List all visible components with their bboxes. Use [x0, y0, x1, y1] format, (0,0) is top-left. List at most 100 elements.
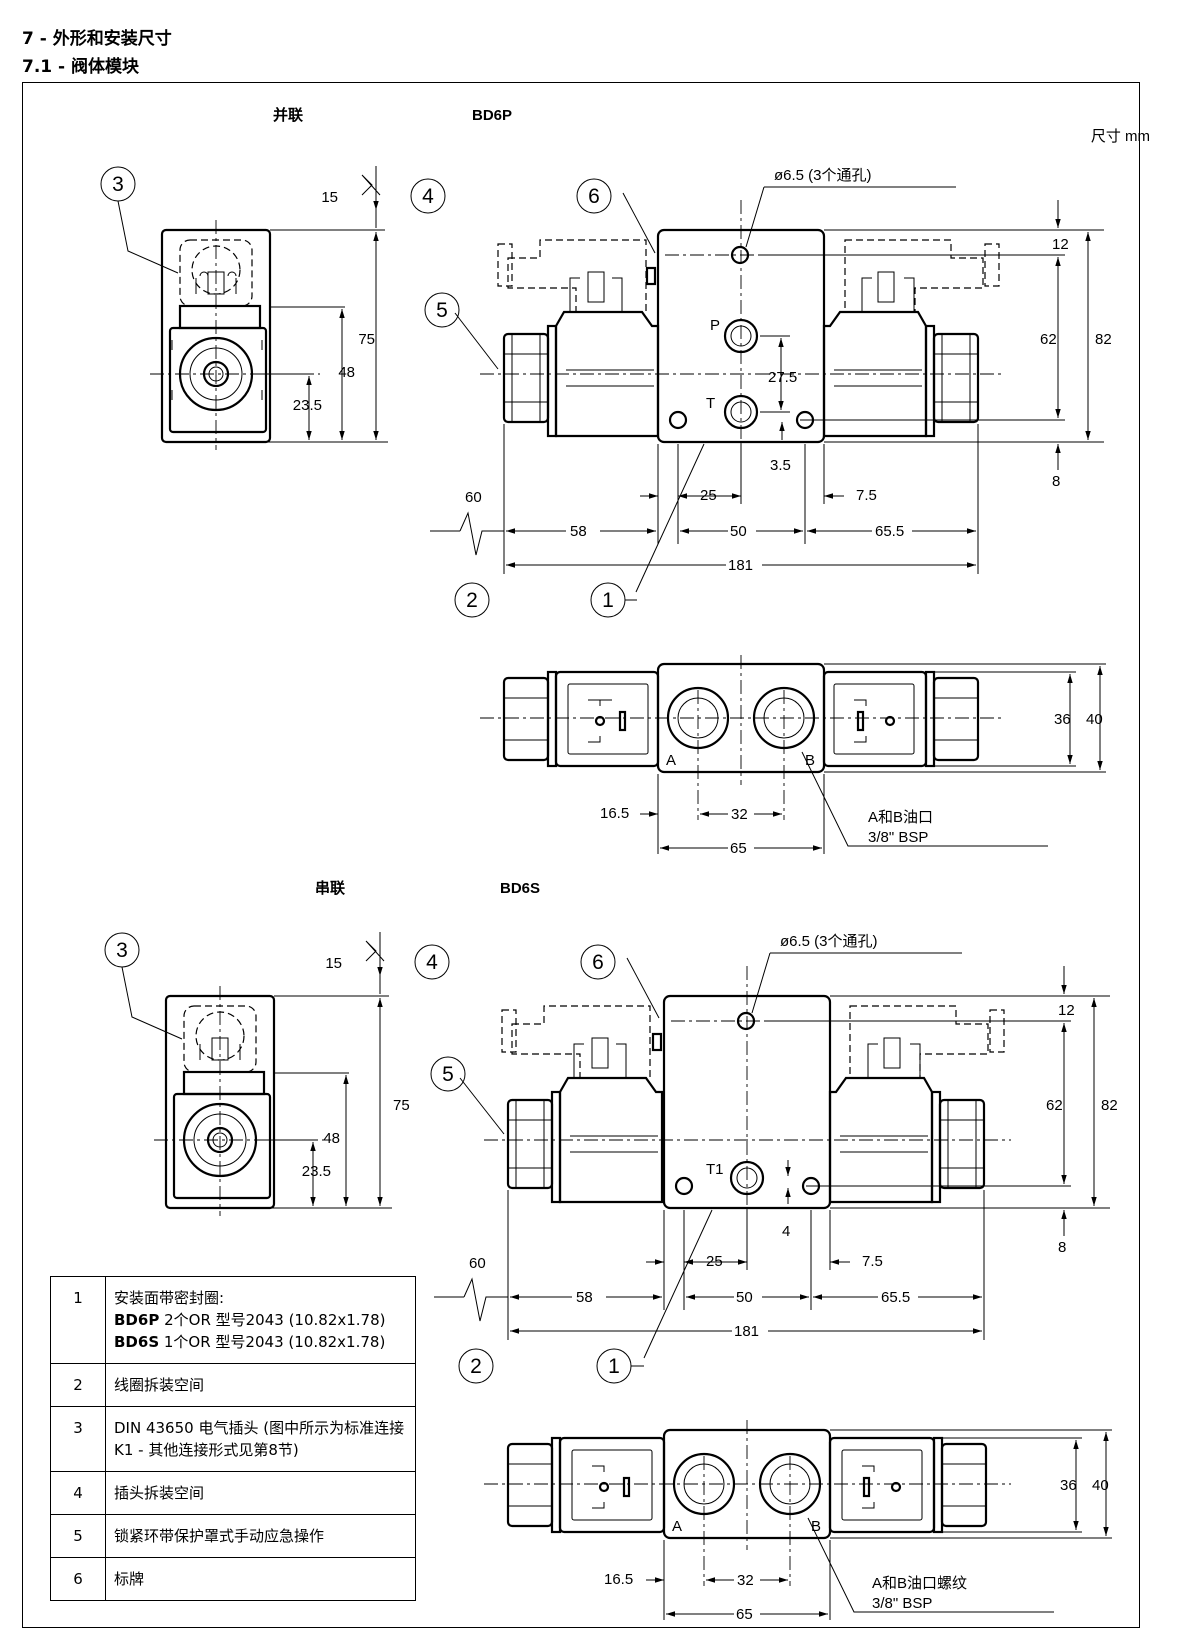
callout-3-bottom: 3	[104, 932, 140, 968]
svg-text:3: 3	[116, 939, 128, 962]
dim: 50	[736, 1289, 753, 1306]
dim: 32	[737, 1572, 754, 1589]
dim: 40	[1086, 711, 1103, 728]
legend-num: 5	[50, 1514, 106, 1558]
legend-text: 安装面带密封圈: BD6P 2个OR 型号2043 (10.82x1.78) B…	[105, 1276, 416, 1364]
legend-line: BD6P 2个OR 型号2043 (10.82x1.78)	[114, 1311, 386, 1329]
legend-num: 6	[50, 1557, 106, 1601]
legend-row: 4 插头拆装空间	[50, 1471, 416, 1515]
dim: 16.5	[604, 1571, 633, 1588]
dim: 65.5	[875, 523, 904, 540]
port-a-label: A	[672, 1518, 682, 1535]
port-a-label: A	[666, 752, 676, 769]
bottom-plan-view: A B 36 40 16.5 32 65 A和B油口螺纹 3/8" BSP	[484, 1420, 1112, 1624]
dim: 58	[576, 1289, 593, 1306]
dim: 62	[1046, 1097, 1063, 1114]
callout-1-bottom: 1	[596, 1348, 632, 1384]
dim: 48	[323, 1130, 340, 1147]
dim: 82	[1095, 331, 1112, 348]
svg-text:3: 3	[112, 173, 124, 196]
dim: 181	[728, 557, 753, 574]
top-side-view: 75 48 23.5 15	[150, 166, 388, 450]
legend-text: 插头拆装空间	[105, 1471, 416, 1515]
dim: 12	[1052, 236, 1069, 253]
legend-num: 2	[50, 1363, 106, 1407]
bottom-label: 串联	[315, 879, 346, 897]
legend-text: 线圈拆装空间	[105, 1363, 416, 1407]
port-note-2: 3/8" BSP	[872, 1595, 932, 1612]
legend-num: 3	[50, 1406, 106, 1472]
svg-text:6: 6	[592, 951, 604, 974]
port-note-2: 3/8" BSP	[868, 829, 928, 846]
port-note-1: A和B油口螺纹	[872, 1575, 967, 1592]
dim: 12	[1058, 1002, 1075, 1019]
top-model: BD6P	[472, 107, 512, 124]
dim: 75	[358, 331, 375, 348]
dim: 15	[321, 189, 338, 206]
callout-1-top: 1	[590, 582, 626, 618]
svg-text:4: 4	[422, 185, 434, 208]
dim: 36	[1054, 711, 1071, 728]
bottom-view-group: 串联 BD6S 75 48 23.5 15	[154, 879, 1118, 1624]
drawing-frame	[22, 82, 1140, 1628]
dim: 65	[730, 840, 747, 857]
legend-row: 5 锁紧环带保护罩式手动应急操作	[50, 1514, 416, 1558]
top-view-group: 并联 BD6P 75 48 23.5	[150, 106, 1112, 858]
dim: 62	[1040, 331, 1057, 348]
legend-text: 标牌	[105, 1557, 416, 1601]
dim: 7.5	[856, 487, 877, 504]
callout-6-bottom: 6	[580, 944, 616, 980]
legend-line: 安装面带密封圈:	[114, 1289, 225, 1307]
legend-text: DIN 43650 电气插头 (图中所示为标准连接K1 - 其他连接形式见第8节…	[105, 1406, 416, 1472]
dim: 82	[1101, 1097, 1118, 1114]
callout-6-top: 6	[576, 178, 612, 214]
dim: 27.5	[768, 369, 797, 386]
port-note-1: A和B油口	[868, 809, 933, 826]
dim: 23.5	[302, 1163, 331, 1180]
dim: 8	[1058, 1239, 1066, 1256]
dim: 65	[736, 1606, 753, 1623]
legend-table: 1 安装面带密封圈: BD6P 2个OR 型号2043 (10.82x1.78)…	[50, 1276, 416, 1601]
callouts: 3 4 6 5 2 1 3 4 6 5 2 1	[100, 166, 644, 1384]
dim: 50	[730, 523, 747, 540]
svg-text:2: 2	[470, 1355, 482, 1378]
dim: 25	[700, 487, 717, 504]
unit-label: 尺寸 mm	[1091, 128, 1150, 145]
dim: 32	[731, 806, 748, 823]
svg-text:5: 5	[436, 299, 448, 322]
dim: 16.5	[600, 805, 629, 822]
svg-text:1: 1	[602, 589, 614, 612]
svg-text:2: 2	[466, 589, 478, 612]
hole-note: ø6.5 (3个通孔)	[774, 167, 872, 184]
svg-text:1: 1	[608, 1355, 620, 1378]
dim: 58	[570, 523, 587, 540]
dim: 23.5	[293, 397, 322, 414]
dim: 8	[1052, 473, 1060, 490]
bottom-front-view: T1 ø6.5 (3个通孔) 12 62 82 8 4 25 7.5	[434, 933, 1118, 1359]
dim: 40	[1092, 1477, 1109, 1494]
dim: 65.5	[881, 1289, 910, 1306]
port-b-label: B	[805, 752, 815, 769]
legend-num: 1	[50, 1276, 106, 1364]
legend-row: 3 DIN 43650 电气插头 (图中所示为标准连接K1 - 其他连接形式见第…	[50, 1406, 416, 1472]
svg-text:5: 5	[442, 1063, 454, 1086]
callout-2-top: 2	[454, 582, 490, 618]
port-t-label: T	[706, 395, 715, 412]
dim: 3.5	[770, 457, 791, 474]
legend-text: 锁紧环带保护罩式手动应急操作	[105, 1514, 416, 1558]
port-b-label: B	[811, 1518, 821, 1535]
port-t1-label: T1	[706, 1161, 724, 1178]
top-label: 并联	[273, 106, 304, 124]
section-subtitle: 7.1 - 阀体模块	[22, 57, 140, 77]
callout-4-top: 4	[410, 178, 446, 214]
callout-3-top: 3	[100, 166, 136, 202]
svg-text:4: 4	[426, 951, 438, 974]
legend-row: 1 安装面带密封圈: BD6P 2个OR 型号2043 (10.82x1.78)…	[50, 1276, 416, 1364]
dim: 7.5	[862, 1253, 883, 1270]
legend-row: 6 标牌	[50, 1557, 416, 1601]
callout-5-bottom: 5	[430, 1056, 466, 1092]
bottom-model: BD6S	[500, 880, 540, 897]
callout-5-top: 5	[424, 292, 460, 328]
dim: 25	[706, 1253, 723, 1270]
